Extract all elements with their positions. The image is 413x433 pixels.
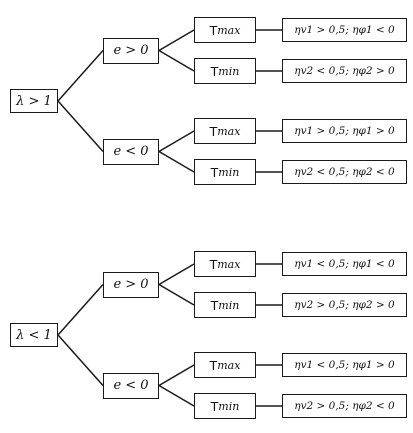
branch-to-leaf-line — [158, 49, 195, 72]
branch-to-leaf-line — [158, 384, 195, 407]
leaf-t-symbol: T — [209, 256, 218, 272]
root-to-branch-line — [57, 284, 104, 336]
condition-box: ηv2 < 0,5; ηφ2 < 0 — [282, 160, 407, 184]
root-node-lambda-gt-1: λ > 1 — [10, 89, 58, 113]
branch-to-leaf-line — [158, 150, 195, 173]
condition-box: ηv1 < 0,5; ηφ1 > 0 — [282, 353, 407, 377]
condition-box: ηv1 < 0,5; ηφ1 < 0 — [282, 252, 407, 276]
leaf-t-subscript: min — [218, 399, 240, 413]
condition-box: ηv1 > 0,5; ηφ1 > 0 — [282, 119, 407, 143]
root-to-branch-line — [57, 50, 104, 102]
leaf-t-subscript: max — [217, 257, 241, 271]
condition-box: ηv1 > 0,5; ηφ1 < 0 — [282, 18, 407, 42]
leaf-t-symbol: T — [210, 398, 219, 414]
leaf-t-subscript: max — [217, 358, 241, 372]
leaf-t-subscript: max — [217, 124, 241, 138]
branch-node-e-positive: e > 0 — [103, 271, 159, 298]
branch-to-leaf-line — [158, 364, 195, 387]
leaf-t-subscript: min — [218, 64, 240, 78]
branch-node-e-positive: e > 0 — [103, 37, 159, 64]
branch-to-leaf-line — [158, 263, 195, 286]
condition-box: ηv2 > 0,5; ηφ2 > 0 — [282, 293, 407, 317]
root-node-lambda-lt-1: λ < 1 — [10, 323, 58, 347]
branch-to-leaf-line — [158, 130, 195, 153]
leaf-t-subscript: min — [218, 165, 240, 179]
leaf-t-symbol: T — [210, 164, 219, 180]
branch-to-leaf-line — [158, 29, 195, 52]
leaf-t-symbol: T — [209, 123, 218, 139]
leaf-t-symbol: T — [210, 297, 219, 313]
root-to-branch-line — [57, 334, 104, 386]
branch-node-e-negative: e < 0 — [103, 372, 159, 399]
condition-box: ηv2 > 0,5; ηφ2 < 0 — [282, 394, 407, 418]
leaf-t-symbol: T — [210, 63, 219, 79]
leaf-t-subscript: max — [217, 23, 241, 37]
leaf-t-symbol: T — [209, 357, 218, 373]
root-to-branch-line — [57, 100, 104, 152]
leaf-t-symbol: T — [209, 22, 218, 38]
leaf-t-subscript: min — [218, 298, 240, 312]
branch-node-e-negative: e < 0 — [103, 138, 159, 165]
branch-to-leaf-line — [158, 283, 195, 306]
condition-box: ηv2 < 0,5; ηφ2 > 0 — [282, 59, 407, 83]
